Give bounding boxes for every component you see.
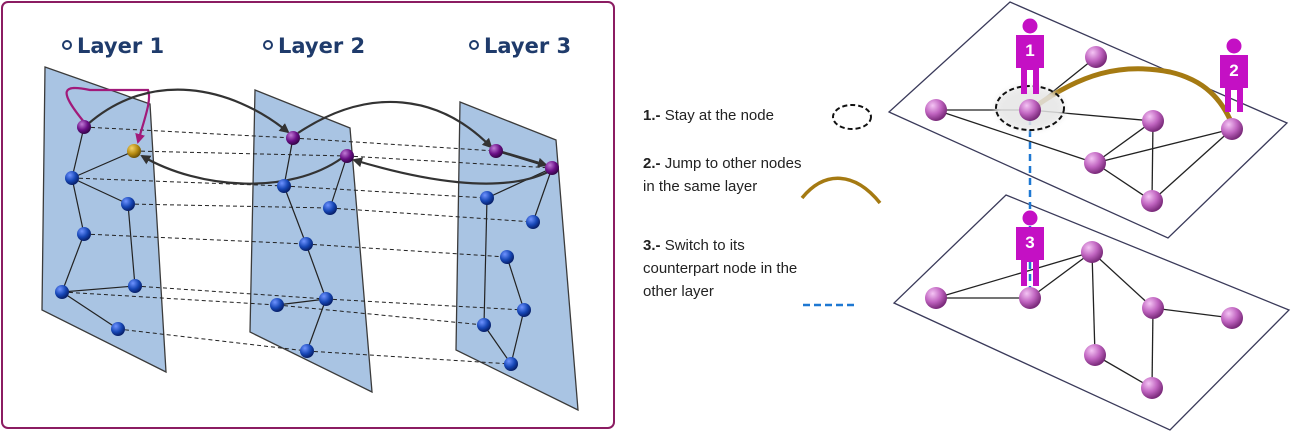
node	[1019, 287, 1041, 309]
node	[477, 318, 491, 332]
legend-text: Stay at the node	[664, 107, 774, 124]
node	[1221, 118, 1243, 140]
node	[77, 227, 91, 241]
layer2-nodes	[270, 131, 354, 358]
self-loop-arrow	[65, 86, 151, 144]
svg-text:3: 3	[1025, 233, 1034, 252]
node	[925, 287, 947, 309]
layer1-edges	[61, 126, 136, 330]
node	[299, 237, 313, 251]
upper-nodes	[925, 46, 1243, 212]
node	[545, 161, 559, 175]
node	[1081, 241, 1103, 263]
node	[77, 120, 91, 134]
arrow-l3-inner	[501, 150, 548, 168]
svg-text:Layer 3: Layer 3	[484, 34, 571, 58]
jump-legend-icon	[800, 176, 882, 205]
legend-item-switch: 3.- Switch to its counterpart node in th…	[643, 234, 797, 303]
legend-item-stay: 1.- Stay at the node	[643, 104, 774, 127]
node	[517, 303, 531, 317]
legend-text: Switch to its	[664, 237, 745, 254]
return-arrow-l3-l2	[352, 157, 549, 185]
node	[300, 344, 314, 358]
lower-nodes	[925, 241, 1243, 399]
node	[1141, 377, 1163, 399]
legend-text: other layer	[643, 283, 714, 300]
node	[55, 285, 69, 299]
svg-text:1: 1	[1025, 41, 1034, 60]
layer-plane-1	[41, 66, 167, 374]
interlayer-links	[61, 126, 553, 365]
layer3-nodes	[477, 144, 559, 371]
node	[1221, 307, 1243, 329]
jump-path	[1034, 66, 1235, 125]
legend-text: Jump to other nodes	[664, 155, 802, 172]
walker-2-icon: 2	[1220, 38, 1248, 112]
node	[480, 191, 494, 205]
node	[286, 131, 300, 145]
legend-text: in the same layer	[643, 178, 758, 195]
node	[500, 250, 514, 264]
node	[1019, 99, 1041, 121]
layer-title-2: Layer 2	[263, 34, 365, 58]
node	[323, 201, 337, 215]
jump-arrow-l2-l3	[297, 100, 493, 149]
node	[319, 292, 333, 306]
svg-text:Layer 1: Layer 1	[77, 34, 164, 58]
svg-text:Layer 2: Layer 2	[278, 34, 365, 58]
walker-1-icon: 1	[1016, 18, 1044, 94]
node	[1141, 190, 1163, 212]
node	[925, 99, 947, 121]
stay-legend-icon	[832, 104, 872, 130]
layer1-nodes	[55, 120, 142, 336]
layer-title-1: Layer 1	[62, 34, 164, 58]
legend-number: 1.-	[643, 107, 661, 124]
walker-3-icon: 3	[1016, 210, 1044, 286]
svg-text:2: 2	[1229, 61, 1238, 80]
legend-number: 3.-	[643, 237, 661, 254]
legend-number: 2.-	[643, 155, 661, 172]
node	[1085, 46, 1107, 68]
node	[270, 298, 284, 312]
node	[127, 144, 141, 158]
node	[526, 215, 540, 229]
jump-arrow-l1-l2	[87, 88, 290, 134]
layer-title-3: Layer 3	[469, 34, 571, 58]
node	[277, 179, 291, 193]
node	[1084, 344, 1106, 366]
node	[340, 149, 354, 163]
node	[504, 357, 518, 371]
node	[128, 279, 142, 293]
node	[1142, 110, 1164, 132]
lower-plane	[892, 194, 1291, 431]
legend-text: counterpart node in the	[643, 260, 798, 277]
node	[489, 144, 503, 158]
legend-item-jump: 2.- Jump to other nodes in the same laye…	[643, 152, 801, 198]
node	[1142, 297, 1164, 319]
node	[111, 322, 125, 336]
node	[121, 197, 135, 211]
return-arrow-l2-l1	[140, 154, 343, 185]
layer2-edges	[276, 137, 348, 352]
stay-highlight-ring	[995, 85, 1065, 131]
node	[1084, 152, 1106, 174]
node	[65, 171, 79, 185]
